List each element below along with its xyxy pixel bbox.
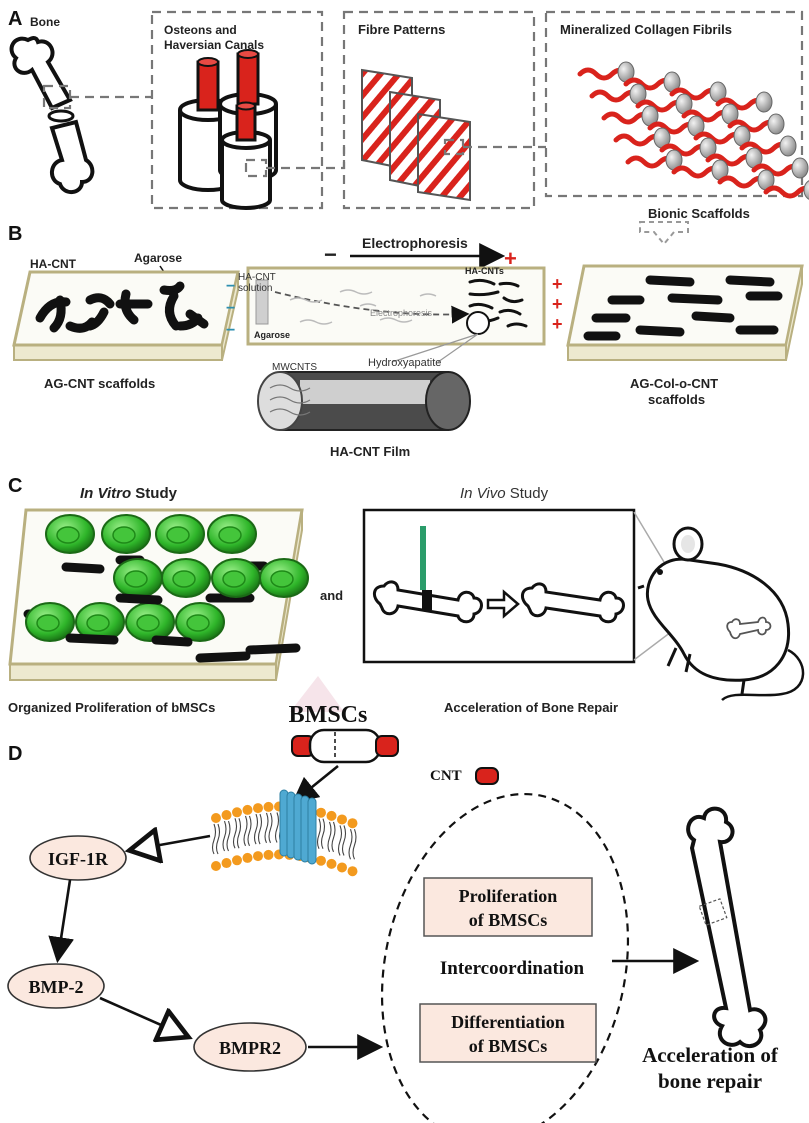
- stem-cell: [113, 558, 163, 598]
- solution-label-line1: HA-CNT: [238, 272, 276, 283]
- bmp2-to-bmpr2-arrow: [99, 996, 186, 1036]
- svg-text:Proliferation: Proliferation: [459, 886, 558, 906]
- solution-label-line2: solution: [238, 283, 272, 294]
- in-vivo-title: In Vivo Study: [460, 485, 549, 502]
- intercoordination-oval: [380, 792, 630, 1123]
- cell-membrane: [211, 789, 358, 877]
- bone-illustration: [9, 36, 95, 194]
- fibre-patterns-box: [342, 10, 536, 210]
- bone-label: Bone: [30, 15, 60, 29]
- panel-b-letter: B: [8, 223, 22, 245]
- panel-a-letter: A: [8, 8, 22, 30]
- chamber-minus-signs: − − −: [226, 278, 235, 339]
- in-vivo-box: [362, 508, 636, 664]
- cnt-to-membrane-arrow: [291, 764, 339, 804]
- cnt-capsule: [291, 728, 399, 764]
- cnt-legend-label: CNT: [430, 768, 462, 784]
- panel-d: D BMSCs CNT IGF-1R BMP-2 BMPR2: [7, 676, 779, 1123]
- svg-text:−: −: [226, 278, 235, 295]
- chamber-plus-top: +: [504, 246, 517, 271]
- chamber-plus-signs: + + +: [552, 274, 563, 334]
- fibre-patterns-label: Fibre Patterns: [358, 22, 445, 37]
- bmscs-title: BMSCs: [289, 702, 368, 728]
- stem-cell: [207, 514, 257, 554]
- intercoordination-label: Intercoordination: [440, 958, 585, 979]
- chamber-minus-top: −: [324, 242, 337, 267]
- svg-text:−: −: [226, 322, 235, 339]
- hydroxyapatite-label: Hydroxyapatite: [368, 357, 441, 369]
- stem-cell: [25, 602, 75, 642]
- electrophoresis-label: Electrophoresis: [362, 235, 468, 251]
- ag-cnt-tray: [12, 270, 240, 361]
- bmscs-highlight: [290, 676, 344, 712]
- ag-col-o-cnt-tray: [566, 264, 804, 361]
- stem-cell: [211, 558, 261, 598]
- osteons-label-line2: Haversian Canals: [164, 38, 264, 52]
- fibre-sheets: [361, 68, 471, 202]
- membrane-to-igf1r-arrow: [132, 836, 211, 850]
- stem-cell: [155, 514, 205, 554]
- svg-text:of BMSCs: of BMSCs: [469, 1036, 548, 1056]
- collagen-fibrils-box: [544, 10, 804, 198]
- stem-cells: [25, 514, 309, 647]
- acceleration-label-line2: bone repair: [658, 1069, 762, 1093]
- ag-cnt-scaffolds-label: AG-CNT scaffolds: [44, 376, 155, 391]
- bmp2-node: BMP-2: [7, 963, 105, 1009]
- bionic-down-arrow: [639, 221, 689, 246]
- stem-cell: [101, 514, 151, 554]
- agarose-small-label: Agarose: [254, 330, 290, 340]
- stem-cell: [45, 514, 95, 554]
- ag-col-label-line1: AG-Col-o-CNT: [630, 376, 718, 391]
- repaired-bone-icon: [686, 806, 768, 1049]
- differentiation-box: Differentiation of BMSCs: [419, 1003, 597, 1063]
- svg-text:of BMSCs: of BMSCs: [469, 910, 548, 930]
- panel-c-letter: C: [8, 475, 22, 497]
- svg-text:BMPR2: BMPR2: [219, 1038, 281, 1058]
- svg-text:−: −: [226, 300, 235, 317]
- svg-text:BMP-2: BMP-2: [29, 977, 84, 997]
- osteon-cylinders: [178, 49, 278, 210]
- proliferation-box: Proliferation of BMSCs: [423, 877, 593, 937]
- panel-c: C In Vitro Study In Vivo Study and: [8, 475, 805, 715]
- cnt-legend-icon: [475, 767, 499, 785]
- acceleration-bone-repair-label: Acceleration of Bone Repair: [444, 700, 618, 715]
- svg-text:Differentiation: Differentiation: [451, 1012, 565, 1032]
- in-vitro-title: In Vitro Study: [80, 485, 178, 502]
- stem-cell: [161, 558, 211, 598]
- svg-text:IGF-1R: IGF-1R: [48, 849, 109, 869]
- panel-a: A Bone Osteons and Haversian Canals: [8, 8, 809, 246]
- and-label: and: [320, 588, 343, 603]
- hacnt-label: HA-CNT: [30, 257, 77, 271]
- mouse-illustration: [637, 526, 805, 702]
- acceleration-label-line1: Acceleration of: [642, 1043, 779, 1067]
- fibre-zoom-box: [443, 138, 465, 156]
- collagen-fibrils: [577, 61, 809, 200]
- panel-d-letter: D: [8, 743, 22, 765]
- hacnt-film-label: HA-CNT Film: [330, 444, 410, 459]
- stem-cell: [175, 602, 225, 642]
- stem-cell: [125, 602, 175, 642]
- osteon-zoom-box: [244, 158, 268, 178]
- film-zoom-lines: [391, 333, 479, 363]
- mwcnts-label: MWCNTS: [272, 362, 317, 373]
- hacnt-film-cylinder: [257, 371, 471, 431]
- osteons-label-line1: Osteons and: [164, 23, 237, 37]
- ag-col-label-line2: scaffolds: [648, 392, 705, 407]
- igf1r-to-bmp2-arrow: [48, 879, 75, 964]
- collagen-fibrils-label: Mineralized Collagen Fibrils: [560, 22, 732, 37]
- svg-text:+: +: [552, 294, 563, 314]
- bionic-scaffolds-label: Bionic Scaffolds: [648, 206, 750, 221]
- bmpr2-node: BMPR2: [193, 1022, 307, 1072]
- panel-b: B HA-CNT Agarose AG-CNT scaffolds Electr…: [8, 223, 804, 459]
- svg-text:+: +: [552, 314, 563, 334]
- igf1r-node: IGF-1R: [29, 835, 127, 881]
- organized-proliferation-label: Organized Proliferation of bMSCs: [8, 700, 215, 715]
- electrophoresis-chamber: [246, 266, 546, 346]
- electrophoresis-small-label: Electrophoresis: [370, 308, 433, 318]
- stem-cell: [259, 558, 309, 598]
- agarose-label: Agarose: [134, 251, 182, 265]
- hacnts-label: HA-CNTs: [465, 266, 504, 276]
- svg-text:+: +: [552, 274, 563, 294]
